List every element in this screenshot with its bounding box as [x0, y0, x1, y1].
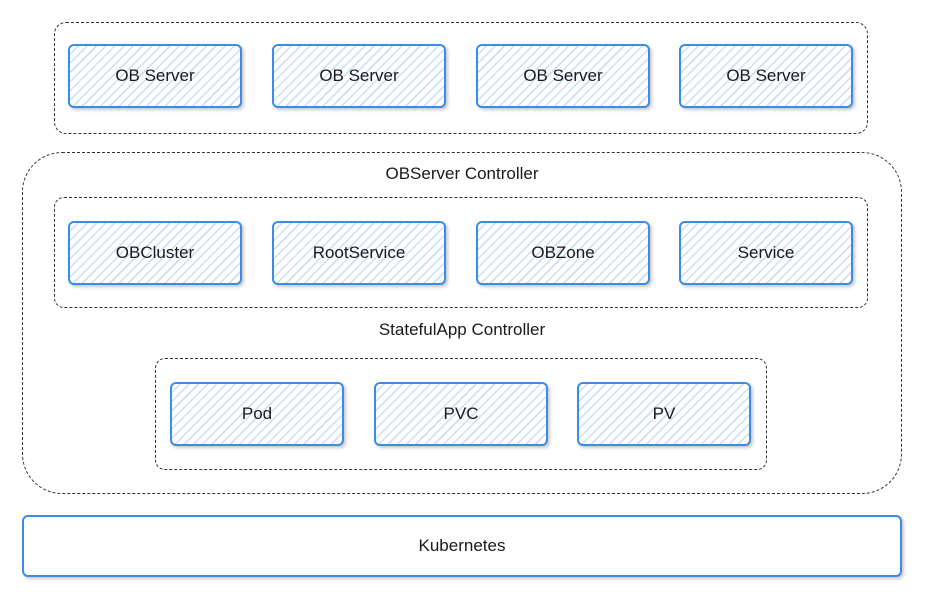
pv-node[interactable]: PV	[577, 382, 751, 446]
kubernetes-label: Kubernetes	[418, 536, 506, 555]
obzone-node-label: OBZone	[531, 243, 595, 262]
ob-server-node-4[interactable]: OB Server	[679, 44, 853, 108]
rootservice-node[interactable]: RootService	[272, 221, 446, 285]
pvc-node-label: PVC	[443, 404, 479, 423]
statefulapp-controller-title: StatefulApp Controller	[378, 320, 546, 339]
pod-node-label: Pod	[241, 404, 273, 423]
obcluster-node-label: OBCluster	[115, 243, 195, 262]
ob-server-node-2[interactable]: OB Server	[272, 44, 446, 108]
ob-server-node-3[interactable]: OB Server	[476, 44, 650, 108]
observer-controller-title: OBServer Controller	[385, 164, 539, 183]
rootservice-node-label: RootService	[312, 243, 406, 262]
ob-server-node-2-label: OB Server	[319, 66, 399, 85]
kubernetes-platform[interactable]: Kubernetes	[22, 515, 902, 577]
ob-server-node-4-label: OB Server	[726, 66, 806, 85]
pod-node[interactable]: Pod	[170, 382, 344, 446]
pv-node-label: PV	[652, 404, 676, 423]
service-node-label: Service	[737, 243, 795, 262]
pvc-node[interactable]: PVC	[374, 382, 548, 446]
ob-server-node-3-label: OB Server	[523, 66, 603, 85]
service-node[interactable]: Service	[679, 221, 853, 285]
obzone-node[interactable]: OBZone	[476, 221, 650, 285]
obcluster-node[interactable]: OBCluster	[68, 221, 242, 285]
ob-server-node-1-label: OB Server	[115, 66, 195, 85]
ob-server-node-1[interactable]: OB Server	[68, 44, 242, 108]
